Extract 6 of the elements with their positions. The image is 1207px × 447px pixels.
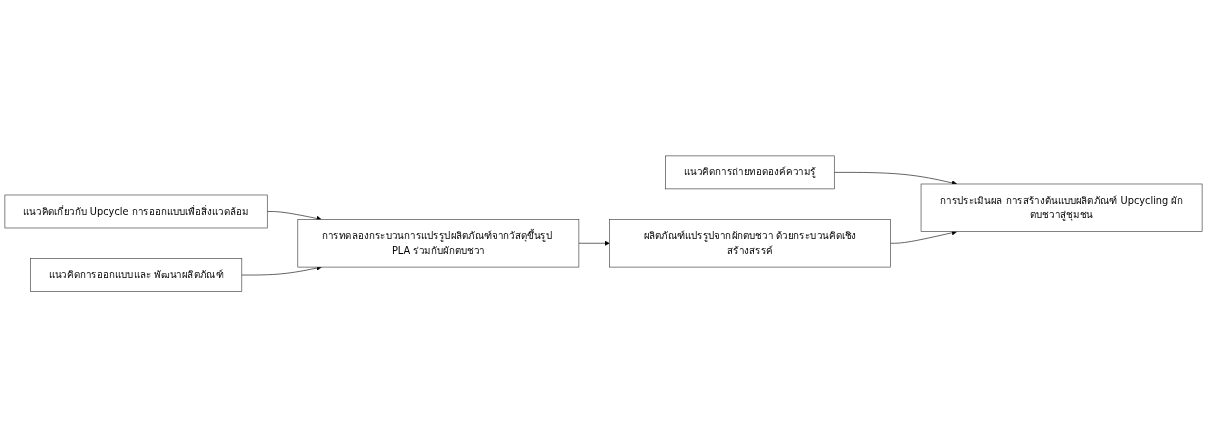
node-box: แนวคิดการถ่ายทอดองค์ความรู้: [665, 155, 835, 189]
node-box: แนวคิดการออกแบบและ พัฒนาผลิตภัณฑ์: [30, 258, 243, 292]
node-box: ผลิตภัณฑ์แปรรูปจากผักตบชวา ด้วยกระบวนคิดเชิงสร้างสรรค์: [609, 218, 891, 268]
node-box: การประเมินผล การสร้างต้นแบบผลิตภัณฑ์ Upcycling ผักตบชวาสู่ชุมชน: [920, 183, 1203, 232]
node-box: การทดลองกระบวนการแปรรูปผลิตภัณฑ์จากวัสดุขึ้นรูป PLA ร่วมกับผักตบชวา: [297, 218, 580, 268]
node-box: แนวคิดเกี่ยวกับ Upcycle การออกแบบเพื่อสิ่งแวดล้อม: [4, 194, 268, 229]
